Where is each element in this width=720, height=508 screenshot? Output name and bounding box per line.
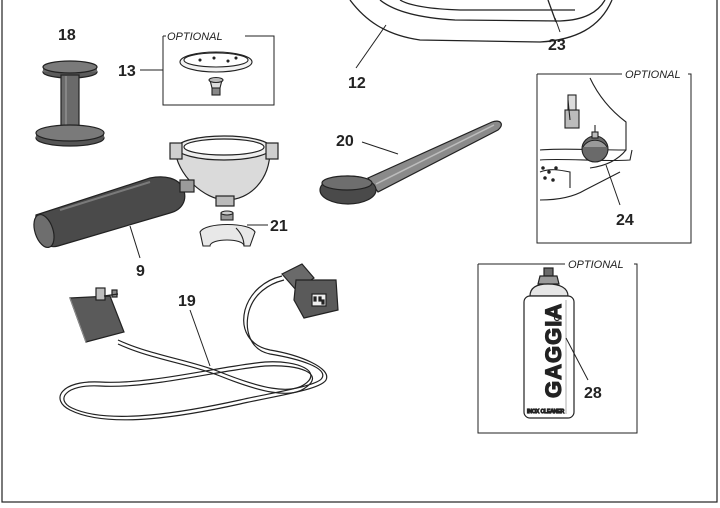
machine-base-part: [349, 0, 613, 43]
optional-label-13: OPTIONAL: [167, 31, 223, 43]
can-sublabel-text: INOX CLEANER: [527, 409, 565, 415]
optional-label-24: OPTIONAL: [625, 69, 681, 81]
leader-12: [355, 24, 387, 69]
part-number-23: 23: [548, 37, 566, 54]
part-number-28: 28: [584, 385, 602, 402]
filter-disc-part: [179, 51, 253, 96]
filter-holder-part: [33, 135, 279, 249]
can-brand-text: GAGGIA: [541, 303, 566, 398]
spout-part: [199, 210, 256, 247]
optional-label-28: OPTIONAL: [568, 259, 624, 271]
leader-28: [565, 337, 589, 381]
steam-wand-detail: [539, 77, 633, 201]
optional-box-24: OPTIONAL: [536, 69, 692, 244]
leader-23: [554, 17, 561, 33]
part-number-18: 18: [58, 27, 76, 44]
leader-24: [605, 164, 621, 206]
leader-19: [189, 309, 211, 367]
cleaner-can-part: GAGGIA INOX CLEANER: [523, 267, 575, 419]
part-number-9: 9: [136, 263, 145, 280]
optional-box-13: OPTIONAL: [162, 31, 275, 106]
part-number-21: 21: [270, 218, 288, 235]
leader-20: [361, 141, 399, 155]
power-cord-part: [59, 263, 339, 421]
part-number-20: 20: [336, 133, 354, 150]
part-number-19: 19: [178, 293, 196, 310]
part-number-24: 24: [616, 212, 634, 229]
part-number-13: 13: [118, 63, 136, 80]
leader-9: [129, 225, 141, 259]
optional-box-28: OPTIONAL GAGGIA INOX CLEANER: [477, 259, 638, 434]
tamper-part: [35, 60, 105, 147]
part-number-12: 12: [348, 75, 366, 92]
measuring-spoon-part: [319, 120, 502, 205]
